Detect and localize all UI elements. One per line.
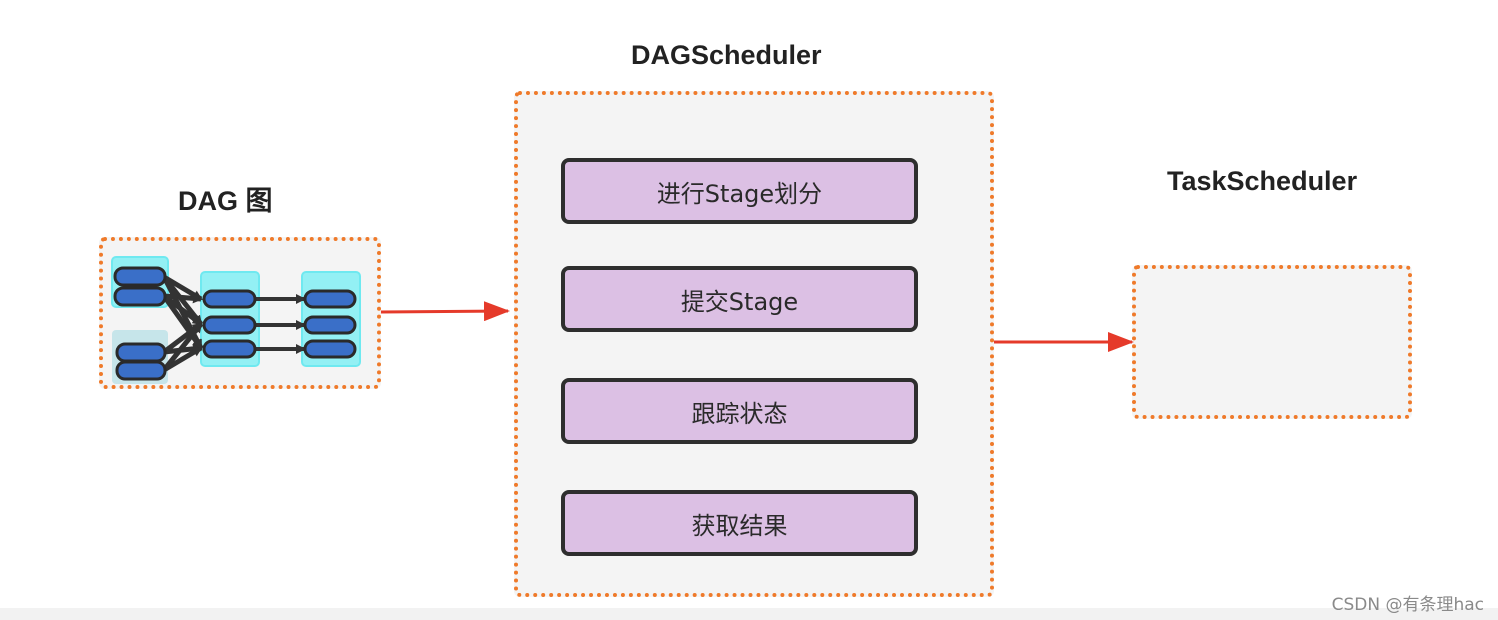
dag-graph-title: DAG 图: [178, 186, 273, 216]
task-scheduler-box: [1132, 265, 1412, 419]
dag-scheduler-title: DAGScheduler: [631, 40, 822, 70]
step-get-result: 获取结果: [561, 490, 918, 556]
rdd-node: [303, 339, 357, 359]
dag-forward-edges: [255, 294, 306, 354]
step-stage-division: 进行Stage划分: [561, 158, 918, 224]
rdd-node: [115, 360, 167, 381]
rdd-node: [303, 315, 357, 335]
dag-fan-in-edges: [161, 274, 204, 373]
step-track-status: 跟踪状态: [561, 378, 918, 444]
rdd-node: [113, 266, 167, 287]
rdd-node: [115, 342, 167, 363]
rdd-node: [113, 286, 167, 307]
rdd-node: [202, 339, 257, 359]
watermark: CSDN @有条理hac: [1331, 595, 1484, 615]
rdd-nodes: [113, 266, 357, 381]
rdd-node: [303, 289, 357, 309]
rdd-node: [202, 315, 257, 335]
bottom-band: [0, 608, 1498, 620]
arrow-dag-to-dagscheduler: [380, 301, 510, 322]
rdd-node: [202, 289, 257, 309]
task-scheduler-title: TaskScheduler: [1167, 166, 1358, 196]
step-submit-stage: 提交Stage: [561, 266, 918, 332]
